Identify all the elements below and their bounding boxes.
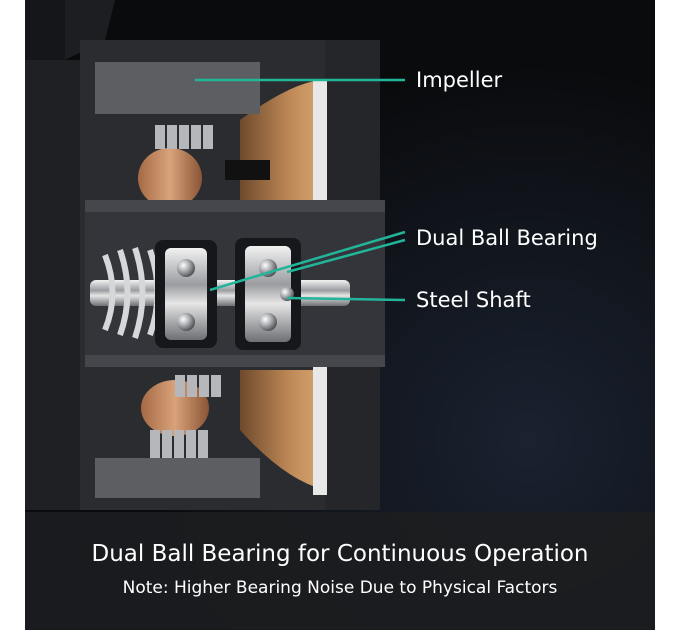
impeller-block-top (95, 62, 260, 114)
diagram-frame: Impeller Dual Ball Bearing Steel Shaft D… (25, 0, 655, 630)
label-steel-shaft: Steel Shaft (416, 288, 531, 312)
caption-note: Note: Higher Bearing Noise Due to Physic… (122, 578, 558, 598)
copper-coil-bottom (141, 375, 221, 458)
label-dual-ball-bearing: Dual Ball Bearing (416, 226, 598, 250)
label-impeller: Impeller (416, 68, 503, 92)
caption-title: Dual Ball Bearing for Continuous Operati… (91, 541, 589, 567)
callout-lines (195, 78, 406, 302)
callout-line-bearing-a (209, 230, 406, 292)
copper-coil-top (138, 125, 270, 222)
ball-bearing-right (235, 238, 301, 350)
callout-line-shaft (286, 296, 406, 302)
callout-line-bearing-b (286, 238, 406, 274)
ball-bearing-left (155, 240, 217, 348)
caption-bar (25, 512, 655, 630)
fan-cross-section-illustration (25, 0, 655, 630)
impeller-block-bottom (95, 458, 260, 498)
